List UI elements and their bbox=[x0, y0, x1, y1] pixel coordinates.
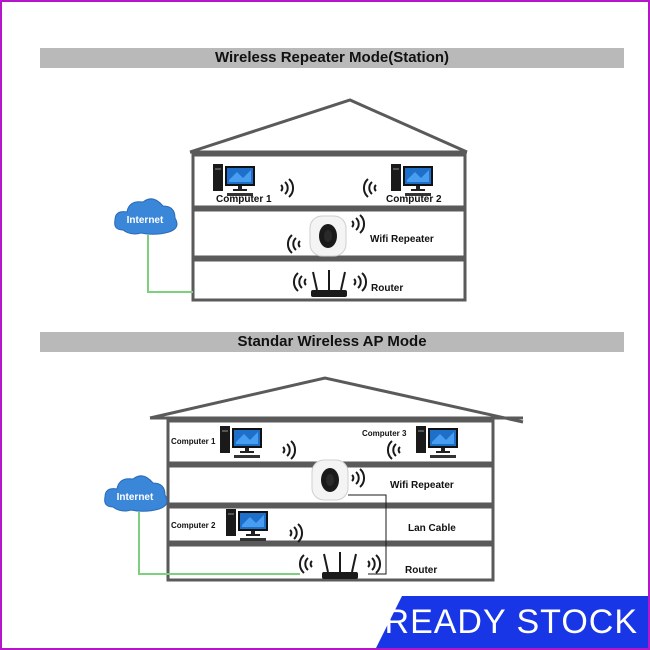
top-repeater-icon bbox=[309, 215, 347, 257]
bottom-diagram-title: Standar Wireless AP Mode bbox=[40, 332, 624, 352]
bottom-computer3-label: Computer 3 bbox=[362, 429, 407, 438]
bottom-internet-label: Internet bbox=[117, 492, 154, 503]
top-repeater-label: Wifi Repeater bbox=[370, 234, 434, 245]
bottom-lan-label: Lan Cable bbox=[408, 523, 456, 534]
bottom-repeater-label: Wifi Repeater bbox=[390, 480, 454, 491]
top-diagram-title: Wireless Repeater Mode(Station) bbox=[40, 48, 624, 68]
lan-cable bbox=[348, 494, 387, 575]
top-computer2-label: Computer 2 bbox=[386, 194, 442, 205]
top-computer1-label: Computer 1 bbox=[216, 194, 272, 205]
bottom-computer1-label: Computer 1 bbox=[171, 437, 216, 446]
top-router-label: Router bbox=[371, 283, 403, 294]
ready-stock-badge-background bbox=[376, 596, 648, 648]
bottom-router-label: Router bbox=[405, 565, 437, 576]
bottom-computer2-label: Computer 2 bbox=[171, 521, 216, 530]
ready-stock-badge-text: READY STOCK bbox=[384, 603, 638, 641]
top-internet-cable bbox=[147, 235, 193, 293]
bottom-internet-cable bbox=[138, 512, 300, 575]
top-internet-label: Internet bbox=[127, 215, 164, 226]
bottom-repeater-icon bbox=[311, 459, 349, 501]
